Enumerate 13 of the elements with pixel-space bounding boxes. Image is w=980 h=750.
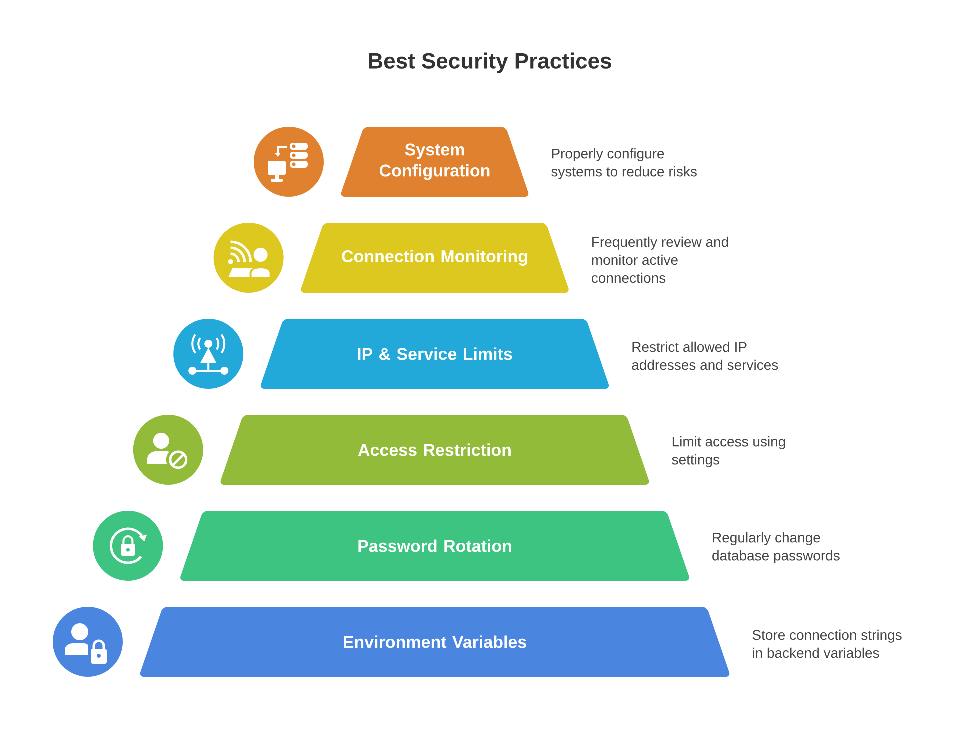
trapezoid-band: Access Restriction [220,415,650,485]
trapezoid-band: Password Rotation [180,511,690,581]
description-text: Frequently review and monitor active connections [592,236,728,284]
trapezoid-band: IP & Service Limits [260,319,610,389]
description-text: Properly configure systems to reduce risks [552,148,697,180]
trapezoid-band: Connection Monitoring [301,223,569,293]
description-text: Regularly change database passwords [712,532,840,564]
title: Best Security Practices [369,52,612,74]
trapezoid-band: Environment Variables [140,607,730,677]
description-text: Restrict allowed IP addresses and services [632,342,778,370]
description-text: Store connection strings in backend variables [752,630,902,658]
trapezoid-band: System Configuration [341,127,529,197]
description-text: Limit access using settings [672,436,786,468]
